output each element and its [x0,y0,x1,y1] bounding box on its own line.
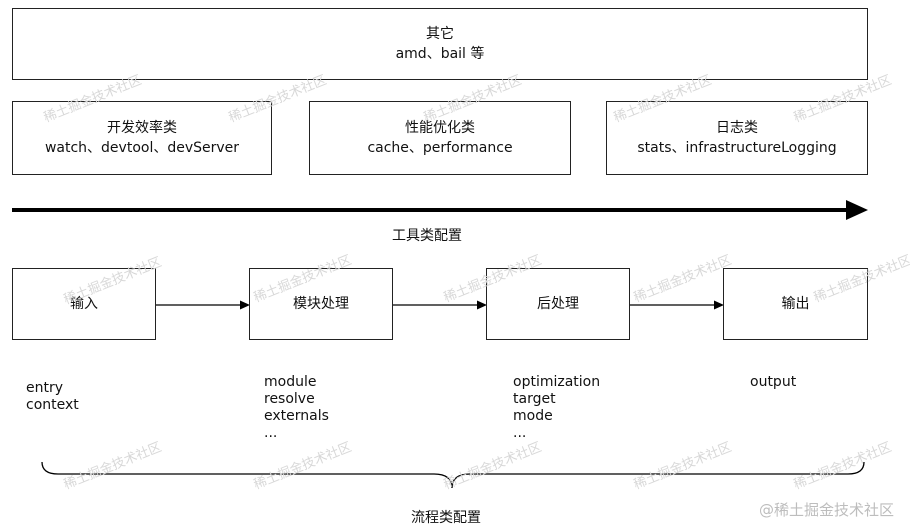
option-item: optimization [513,374,601,390]
option-item: mode [513,408,553,424]
top-box-title: 其它 [426,26,454,42]
tool-box-subtitle: watch、devtool、devServer [44,140,240,156]
corner-watermark: @稀土掘金技术社区 [758,501,894,519]
tool-box-title: 性能优化类 [405,120,475,136]
option-item: module [264,374,317,390]
tool-box-subtitle: stats、infrastructureLogging [637,140,837,156]
tool-config-arrow [12,200,868,220]
options-post: optimization target mode ... [513,374,600,442]
option-item: ... [264,425,278,441]
option-item: resolve [264,391,315,407]
options-module: module resolve externals ... [264,374,329,442]
tool-box-title: 日志类 [716,120,758,136]
tool-box-performance: 性能优化类 cache、performance [309,101,571,175]
option-item: externals [264,408,329,424]
options-input: entry context [26,380,79,414]
flow-arrow-3 [630,300,724,310]
tool-box-title: 开发效率类 [107,120,177,136]
tool-box-subtitle: cache、performance [367,140,513,156]
flow-box-post-processing: 后处理 [486,268,630,340]
options-output: output [750,374,796,391]
flow-box-label: 输出 [781,296,810,312]
tool-box-logging: 日志类 stats、infrastructureLogging [606,101,868,175]
flow-config-label: 流程类配置 [411,510,481,526]
tool-config-label: 工具类配置 [392,228,462,244]
option-item: entry [26,380,64,396]
top-box-subtitle: amd、bail 等 [395,46,485,62]
option-item: target [513,391,556,407]
flow-brace [41,461,865,489]
flow-box-label: 后处理 [537,296,579,312]
top-box-other: 其它 amd、bail 等 [12,8,868,80]
flow-arrow-2 [393,300,487,310]
tool-box-dev-efficiency: 开发效率类 watch、devtool、devServer [12,101,272,175]
option-item: ... [513,425,527,441]
option-item: output [750,374,797,390]
flow-box-label: 输入 [70,296,98,312]
flow-box-module-processing: 模块处理 [249,268,393,340]
option-item: context [26,397,79,413]
flow-box-input: 输入 [12,268,156,340]
flow-box-label: 模块处理 [293,296,349,312]
flow-arrow-1 [156,300,250,310]
flow-box-output: 输出 [723,268,868,340]
